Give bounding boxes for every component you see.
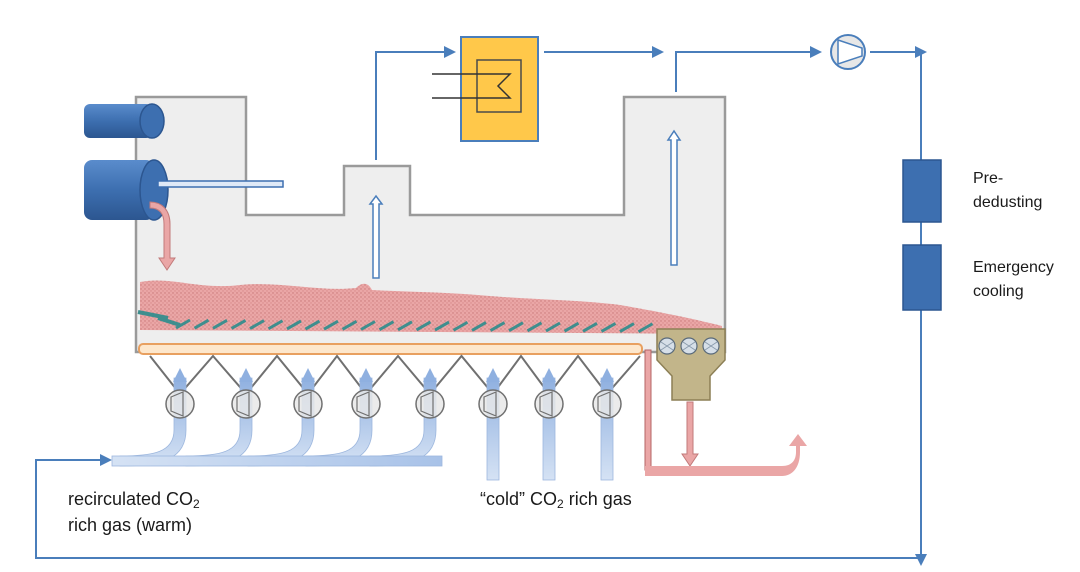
flow-arrowheads: [100, 46, 927, 566]
pre-dedusting-label-line1: Pre-: [973, 170, 1004, 187]
fan-icon: [478, 389, 508, 419]
fan-icon: [165, 389, 195, 419]
cold-sub: 2: [557, 497, 564, 511]
heat-exchanger-icon: [432, 36, 539, 142]
air-fans: [165, 389, 622, 419]
fan-icon: [351, 389, 381, 419]
emergency-cooling-label-line2: cooling: [973, 283, 1024, 300]
cold-suffix: rich gas: [563, 489, 632, 509]
fan-icon: [231, 389, 261, 419]
fan-icon: [830, 34, 866, 70]
cold-prefix: “cold” CO: [480, 489, 558, 509]
gas-updraft-arrows: [368, 129, 682, 279]
emergency-cooling-label-line1: Emergency: [973, 259, 1054, 276]
cold-gas-label: “cold” CO2 rich gas: [480, 486, 632, 512]
cold-gas-ducts: [486, 368, 614, 481]
recirculated-gas-ducts: [111, 368, 443, 467]
burner-lance: [157, 180, 284, 188]
emergency-cooling-label: Emergency cooling: [973, 256, 1054, 304]
emergency-cooling-unit: [902, 244, 942, 311]
recirculated-gas-label: recirculated CO2 rich gas (warm): [68, 486, 200, 538]
fan-icon: [592, 389, 622, 419]
roller-crusher-icon: [656, 328, 726, 401]
fan-icon: [534, 389, 564, 419]
pre-dedusting-unit: [902, 159, 942, 223]
fan-icon: [415, 389, 445, 419]
pre-dedusting-label-line2: dedusting: [973, 194, 1043, 211]
recirculated-prefix: recirculated CO: [68, 489, 194, 509]
recirculated-gas-label-line1: recirculated CO2: [68, 486, 200, 512]
burner-icon: [84, 103, 169, 221]
air-hoppers: [149, 354, 641, 396]
grate-plates: [137, 310, 654, 334]
hot-gas-arrow: [149, 201, 176, 271]
fan-icon: [293, 389, 323, 419]
grate-bar: [138, 343, 643, 355]
clinker-discharge: [644, 349, 807, 476]
recirculated-sub: 2: [193, 497, 200, 511]
clinker-bed: [140, 280, 722, 334]
recirculated-gas-label-line2: rich gas (warm): [68, 515, 193, 535]
pre-dedusting-label: Pre- dedusting: [973, 167, 1042, 215]
